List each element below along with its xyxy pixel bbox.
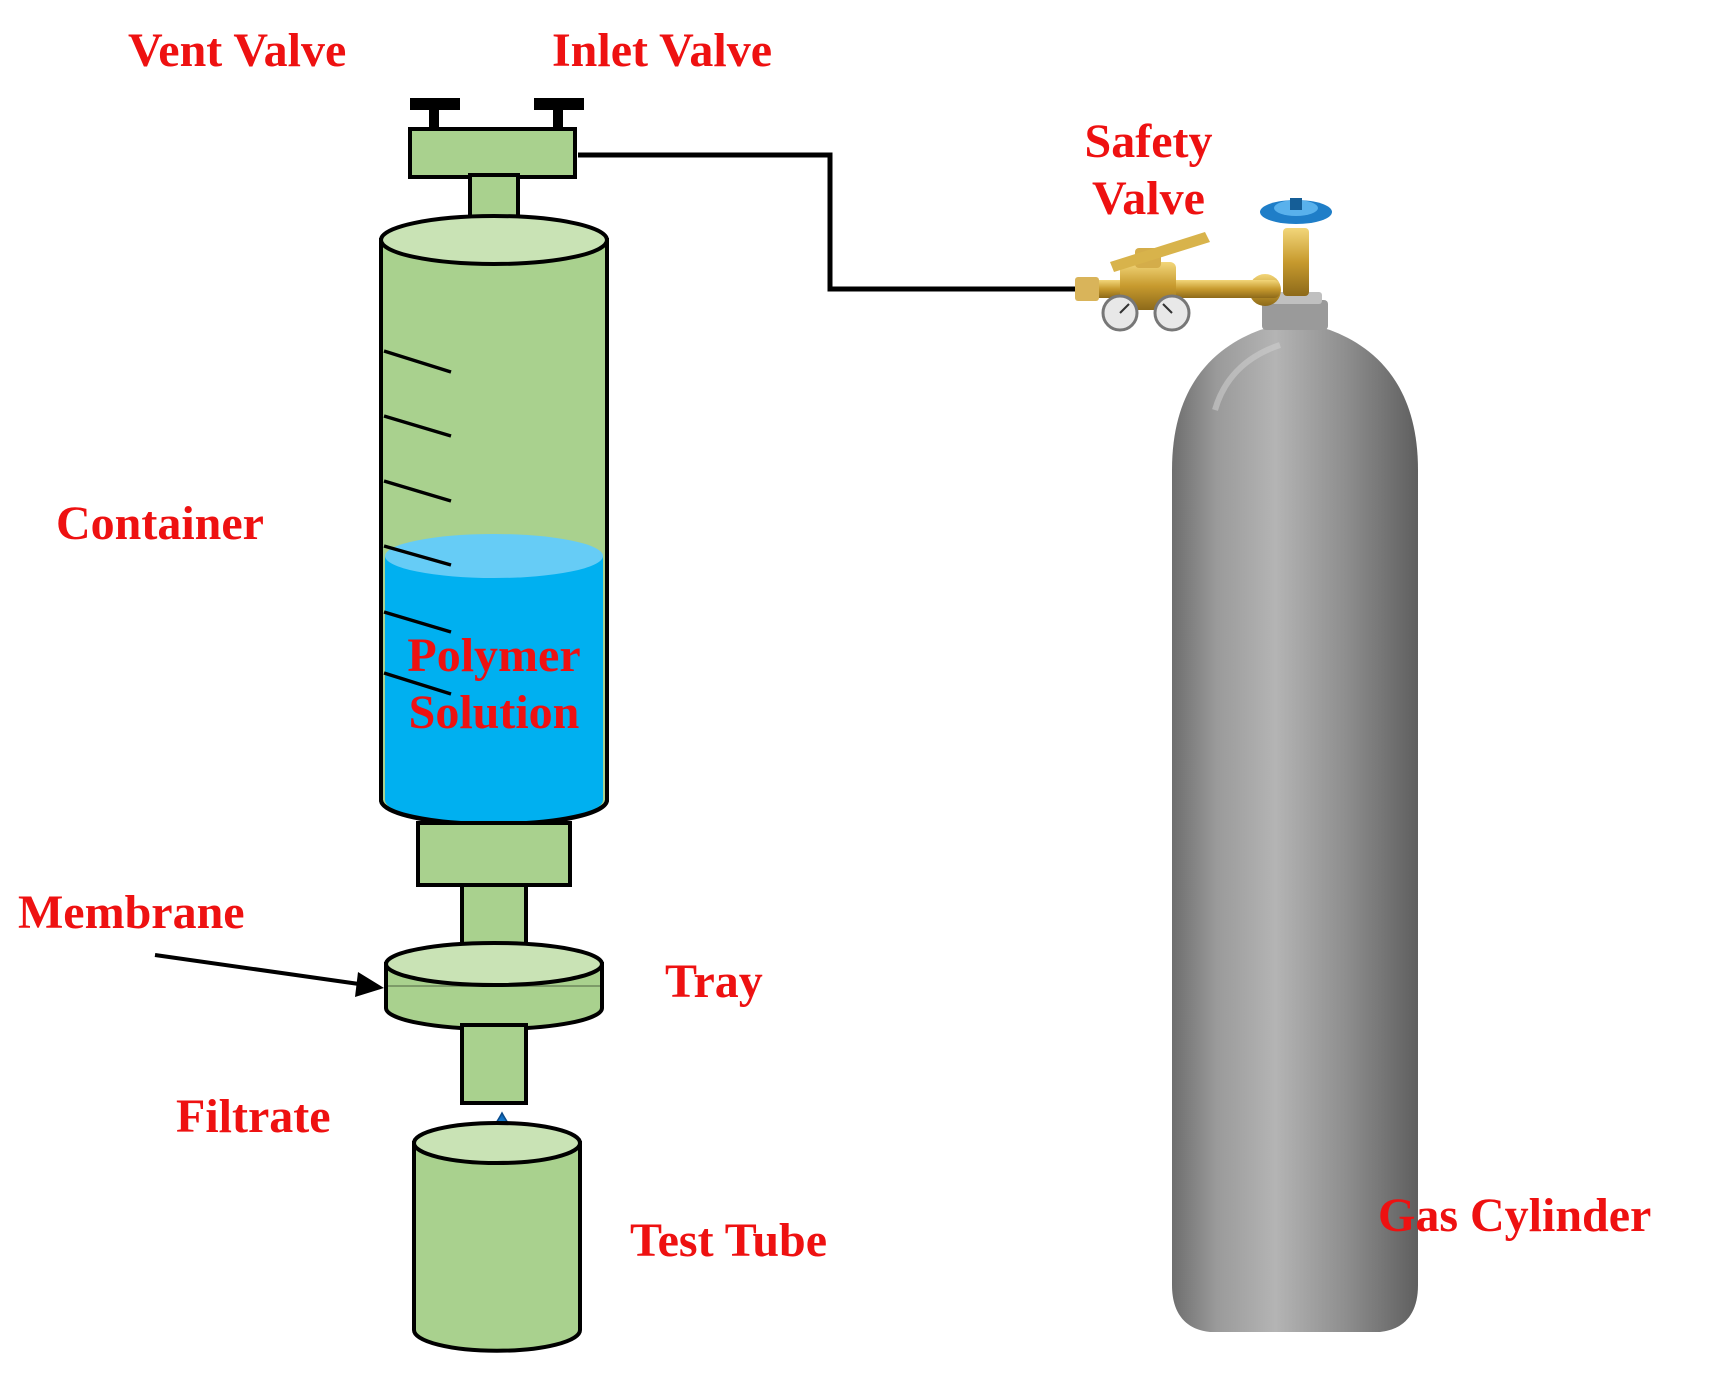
inlet-valve-handle-icon[interactable]	[534, 98, 584, 130]
label-container: Container	[56, 497, 264, 550]
valve-assembly	[408, 98, 584, 233]
outlet-nozzle	[460, 1023, 528, 1105]
label-inlet-valve: Inlet Valve	[552, 24, 773, 77]
test-tube	[412, 1121, 582, 1353]
vent-valve-handle-icon[interactable]	[410, 98, 460, 130]
tray	[384, 941, 604, 1031]
graduation-marks	[383, 349, 452, 696]
label-gas-cylinder: Gas Cylinder	[1378, 1189, 1652, 1242]
label-safety-valve-line2: Valve	[1092, 171, 1205, 225]
safety-valve	[1075, 232, 1280, 332]
label-safety-valve-line1: Safety	[1084, 115, 1213, 168]
valve-block	[408, 127, 577, 179]
label-tray: Tray	[665, 955, 763, 1008]
label-membrane: Membrane	[18, 886, 245, 939]
label-test-tube: Test Tube	[630, 1214, 828, 1267]
container	[379, 214, 609, 827]
label-filtrate: Filtrate	[176, 1090, 331, 1143]
container-outlet	[416, 821, 572, 887]
label-polymer-solution-line1: Polymer	[407, 629, 581, 682]
valve-handle-icon[interactable]	[1260, 198, 1332, 224]
label-polymer-solution: Polymer Solution	[384, 628, 604, 741]
gas-cylinder	[1172, 292, 1418, 1332]
polymer-solution	[385, 534, 603, 824]
label-safety-valve: Safety Valve	[1056, 114, 1241, 227]
pressure-gauge-icon	[1101, 294, 1139, 332]
label-polymer-solution-line2: Solution	[408, 685, 580, 739]
pressure-gauge-icon	[1153, 294, 1191, 332]
membrane-arrow	[154, 953, 384, 997]
gas-line-tube	[578, 152, 1075, 292]
label-vent-valve: Vent Valve	[128, 24, 347, 77]
